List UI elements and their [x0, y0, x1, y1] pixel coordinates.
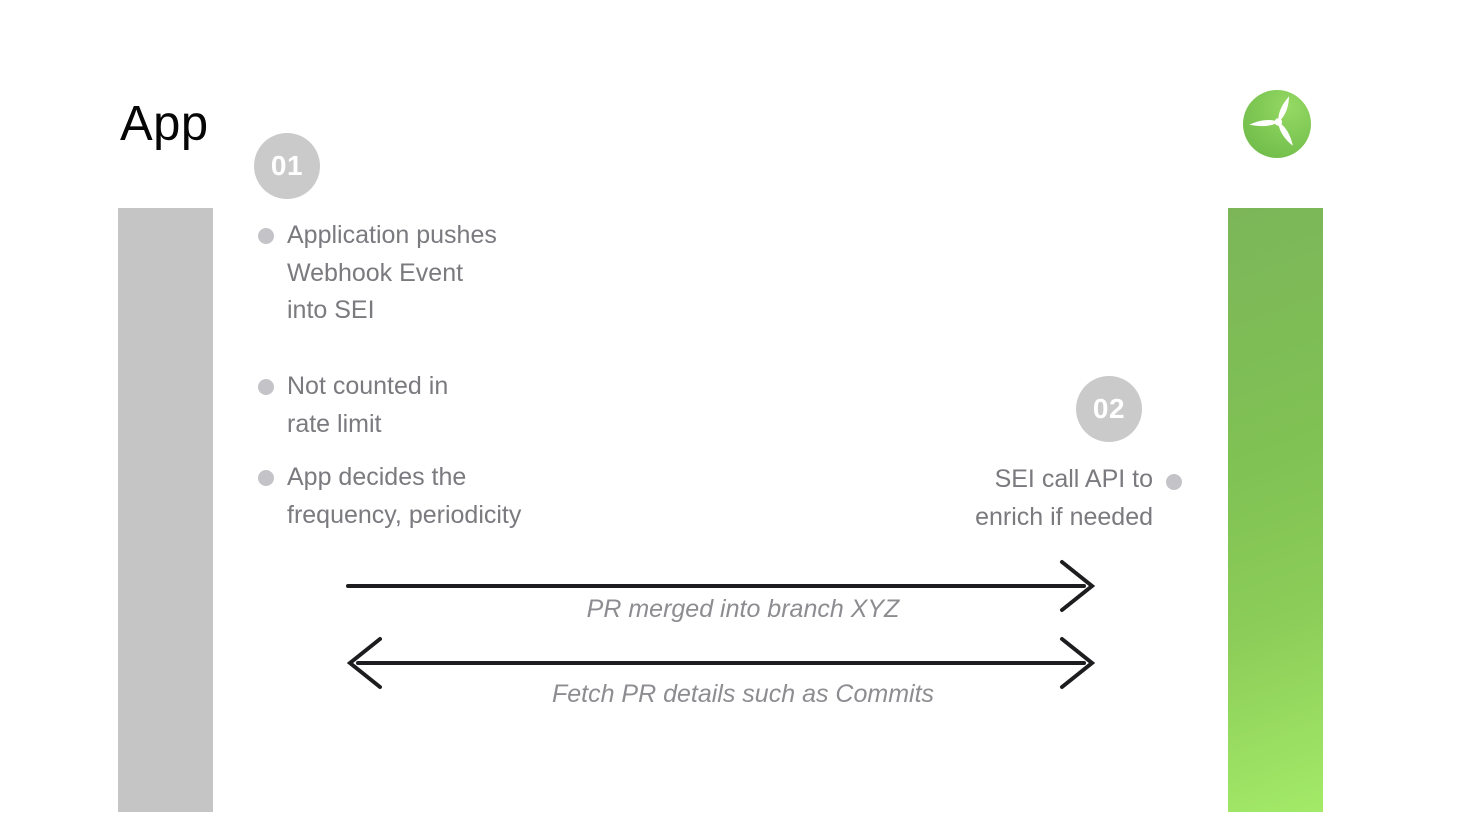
- bullet-dot-icon: [1166, 474, 1182, 490]
- arrow-label-pr-merged: PR merged into branch XYZ: [586, 595, 900, 623]
- arrow-right-head-icon: [1060, 637, 1096, 689]
- bullet-dot-icon: [258, 228, 274, 244]
- bullet-sei-enrich: SEI call API to enrich if needed: [975, 465, 1153, 531]
- sei-propeller-logo-icon: [1243, 90, 1311, 158]
- bullet-dot-icon: [258, 470, 274, 486]
- app-lane-title: App: [120, 97, 209, 151]
- arrow-right-head-icon: [1060, 560, 1096, 612]
- step-2-badge: 02: [1076, 376, 1142, 442]
- arrow-left-head-icon: [346, 637, 382, 689]
- bullet-rate-limit: Not counted in rate limit: [287, 372, 449, 438]
- bullet-dot-icon: [258, 379, 274, 395]
- app-lane-bar: [118, 208, 213, 812]
- flow-arrows: [346, 560, 1096, 689]
- step-1-badge: 01: [254, 133, 320, 199]
- arrow-label-fetch-pr: Fetch PR details such as Commits: [551, 680, 935, 708]
- bullet-frequency: App decides the frequency, periodicity: [287, 463, 522, 529]
- sei-lane-bar: [1228, 208, 1323, 812]
- bullet-webhook-event: Application pushes Webhook Event into SE…: [287, 221, 497, 324]
